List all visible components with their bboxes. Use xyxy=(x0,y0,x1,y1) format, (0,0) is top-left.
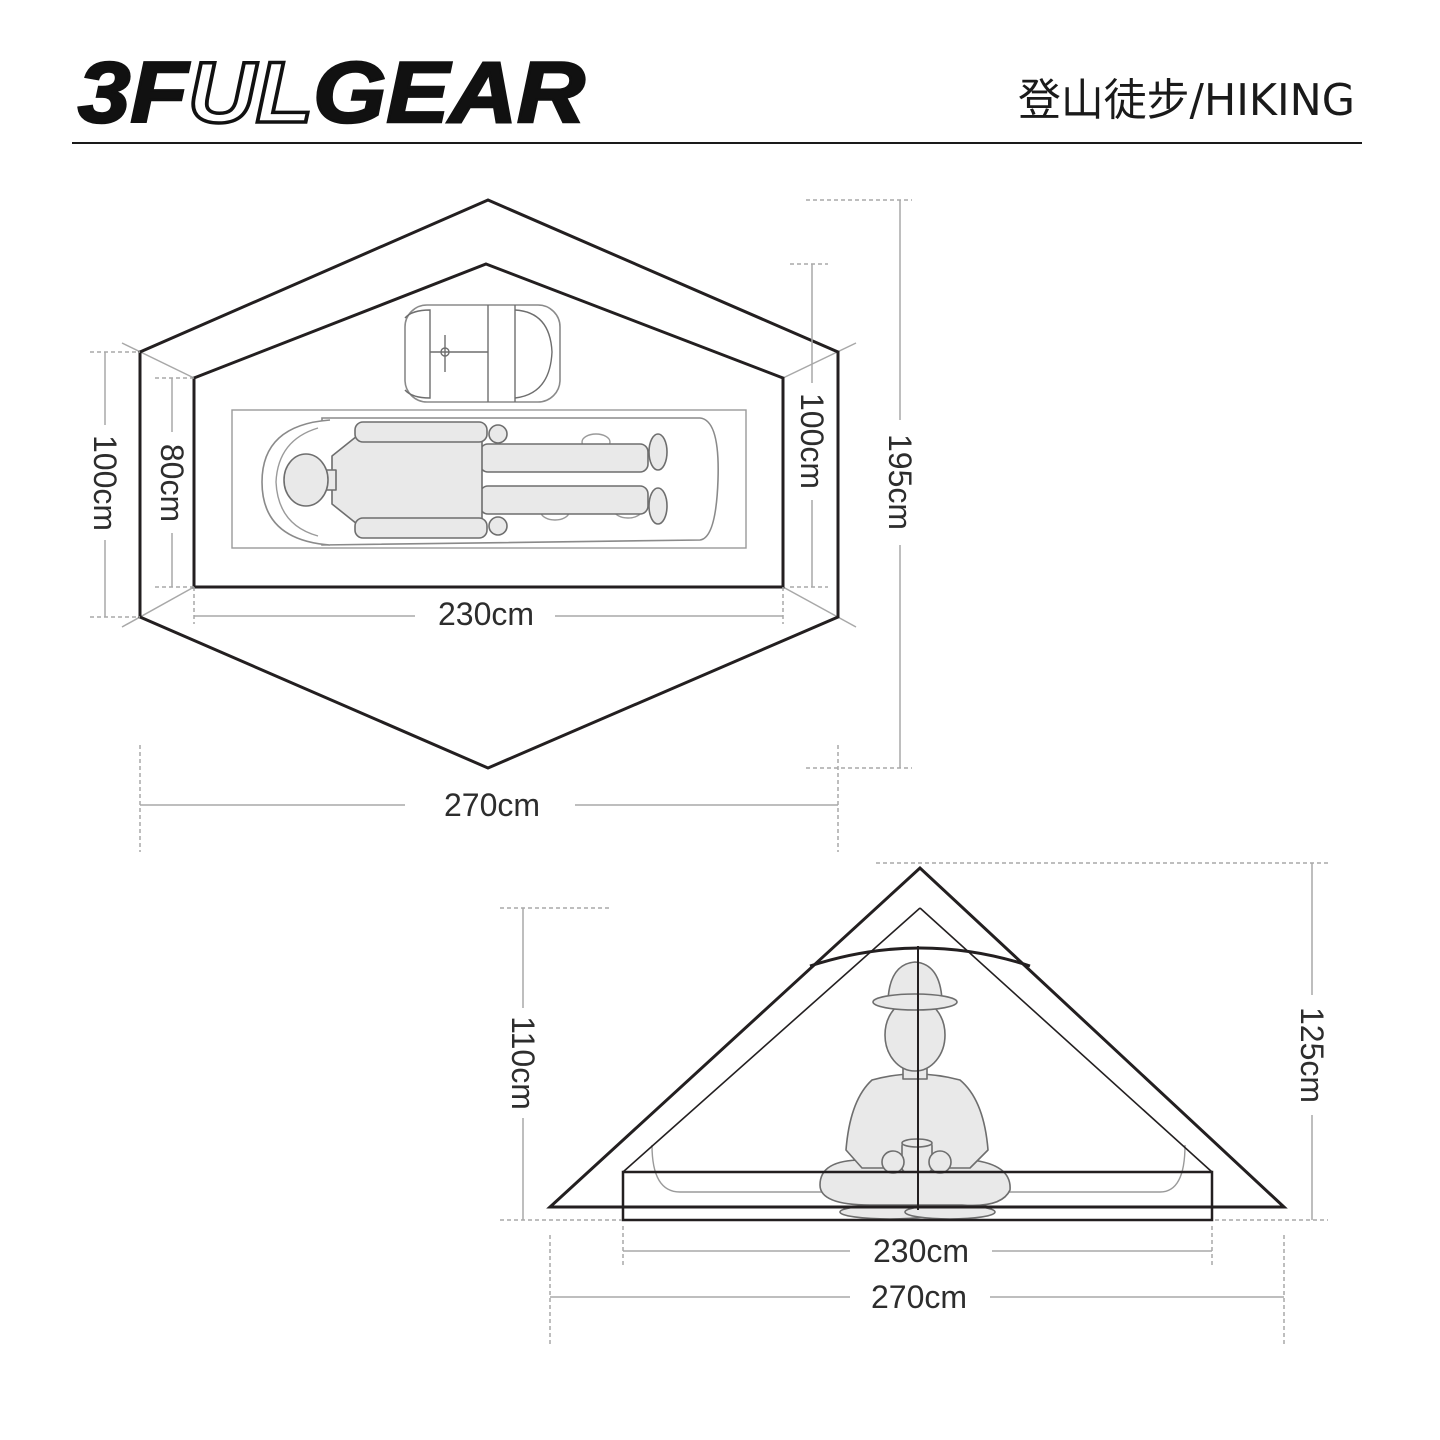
dimension-label: 80cm xyxy=(154,444,190,522)
person-leg xyxy=(479,443,649,473)
dimension-label: 270cm xyxy=(871,1279,967,1315)
corner-line xyxy=(782,342,857,379)
corner-line xyxy=(121,342,195,379)
dimension-label: 110cm xyxy=(505,1016,541,1110)
logo-part-ul: UL xyxy=(188,45,313,141)
backpack-lid xyxy=(514,309,553,399)
dimension-label: 125cm xyxy=(1294,1007,1330,1103)
dimension-label: 230cm xyxy=(438,596,534,632)
inner-tent-outline xyxy=(192,262,785,589)
dimension-outer-length: 270cm xyxy=(139,745,839,852)
logo-part-3f: 3F xyxy=(78,45,190,141)
person-torso xyxy=(331,427,483,533)
person-foot xyxy=(648,487,668,525)
person-hand xyxy=(881,1150,905,1174)
person-hand xyxy=(928,1150,952,1174)
dimension-right-inner-height: 100cm xyxy=(790,263,830,588)
person-hand xyxy=(488,516,508,536)
backpack-body xyxy=(404,304,561,403)
dimension-left-outer-height: 100cm xyxy=(87,351,140,618)
corner-line xyxy=(121,586,195,628)
person-hand xyxy=(488,424,508,444)
dimension-total-depth: 195cm xyxy=(806,199,918,769)
person-head xyxy=(283,453,329,507)
front-view: 110cm 125cm 230cm 270cm xyxy=(500,862,1330,1347)
backpack xyxy=(404,304,561,403)
dimension-inner-width: 230cm xyxy=(622,1226,1213,1269)
dimension-inner-length: 230cm xyxy=(193,587,784,632)
top-view: 100cm 80cm 100cm 195cm xyxy=(87,198,918,852)
logo-part-gear: GEAR xyxy=(313,45,585,141)
sleeping-bag-hood-seam xyxy=(275,427,319,537)
hat-crown xyxy=(887,961,943,1001)
corner-line xyxy=(782,586,857,628)
dimension-label: 100cm xyxy=(794,393,830,489)
category-label: 登山徒步/HIKING xyxy=(1018,75,1355,126)
backpack-side-pocket xyxy=(404,309,431,399)
dimension-left-inner-height: 80cm xyxy=(154,377,194,588)
person-arm xyxy=(354,421,488,443)
dimension-outer-width: 270cm xyxy=(549,1235,1285,1347)
sleeping-pad xyxy=(231,409,747,549)
person-leg xyxy=(479,485,649,515)
dimension-label: 230cm xyxy=(873,1233,969,1269)
dimension-outer-height: 125cm xyxy=(876,862,1330,1221)
dimension-label: 100cm xyxy=(87,435,123,531)
hat-brim xyxy=(872,993,958,1011)
door-arch xyxy=(809,946,1031,968)
person-foot xyxy=(648,433,668,471)
dimension-label: 270cm xyxy=(444,787,540,823)
lying-person xyxy=(283,421,668,539)
dimension-inner-height: 110cm xyxy=(500,907,622,1221)
dimension-label: 195cm xyxy=(882,434,918,530)
person-arm xyxy=(354,517,488,539)
seated-person xyxy=(819,961,1011,1220)
